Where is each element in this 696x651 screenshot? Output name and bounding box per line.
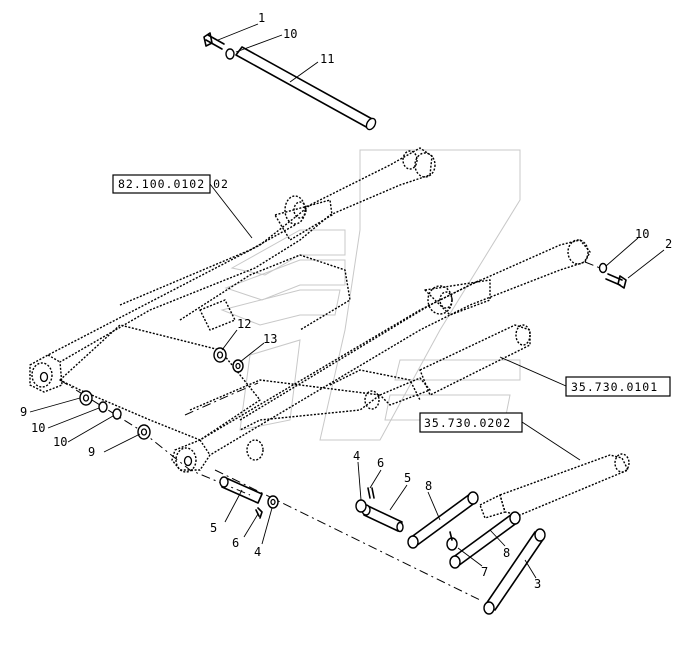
callout-5-mid: 5 bbox=[404, 471, 411, 485]
ref-cylinder-upper-label: 35.730.0101 bbox=[571, 380, 658, 394]
bolt-1 bbox=[203, 32, 225, 50]
pin-11 bbox=[235, 46, 377, 131]
ref-box-cylinder-lower: 35.730.0202 bbox=[419, 412, 523, 433]
washer-10-right bbox=[598, 262, 608, 274]
callout-10-top: 10 bbox=[283, 27, 297, 41]
callout-7: 7 bbox=[481, 565, 488, 579]
pin-5-mid bbox=[361, 504, 404, 533]
clip-6-mid bbox=[367, 487, 375, 499]
callout-11: 11 bbox=[320, 52, 334, 66]
ref-box-frame: 82.100.0102 02 bbox=[112, 174, 229, 194]
nut-7 bbox=[446, 531, 458, 551]
callout-8-top: 8 bbox=[425, 479, 432, 493]
washer-10-left-b bbox=[112, 408, 122, 420]
link-3 bbox=[483, 528, 546, 615]
callout-3: 3 bbox=[534, 577, 541, 591]
callout-6-left: 6 bbox=[232, 536, 239, 550]
callout-4-left: 4 bbox=[254, 545, 261, 559]
callout-2: 2 bbox=[665, 237, 672, 251]
callout-1: 1 bbox=[258, 11, 265, 25]
assembly-line-d bbox=[584, 261, 601, 269]
callout-numbers: 1 10 11 10 2 12 13 9 10 10 9 4 6 5 8 5 6… bbox=[20, 11, 672, 591]
ref-cylinder-lower-label: 35.730.0202 bbox=[424, 416, 511, 430]
clip-6-left bbox=[255, 507, 263, 519]
washer-10-left-a bbox=[98, 401, 108, 413]
watermark-logo bbox=[220, 149, 521, 441]
callout-10-left-b: 10 bbox=[53, 435, 67, 449]
callout-8-bottom: 8 bbox=[503, 546, 510, 560]
ref-frame-label: 82.100.0102 02 bbox=[118, 177, 229, 191]
leader-lines bbox=[29, 23, 665, 579]
cylinder-upper bbox=[379, 324, 531, 406]
callout-6-mid: 6 bbox=[377, 456, 384, 470]
callout-13: 13 bbox=[263, 332, 277, 346]
cylinder-lower bbox=[479, 453, 630, 519]
bolt-2 bbox=[605, 273, 627, 289]
callout-4-mid: 4 bbox=[353, 449, 360, 463]
link-8-lower bbox=[449, 511, 521, 569]
washer-10-top bbox=[225, 48, 235, 60]
pin-5-left bbox=[219, 476, 263, 504]
callout-9-left-b: 9 bbox=[88, 445, 95, 459]
frame-assembly bbox=[29, 147, 591, 473]
assembly-line-b bbox=[214, 469, 481, 601]
washer-4-mid bbox=[355, 499, 367, 513]
callout-12: 12 bbox=[237, 317, 251, 331]
ref-box-cylinder-upper: 35.730.0101 bbox=[565, 376, 671, 397]
link-8-upper bbox=[407, 491, 479, 549]
callout-5-left: 5 bbox=[210, 521, 217, 535]
callout-10-right: 10 bbox=[635, 227, 649, 241]
callout-10-left-a: 10 bbox=[31, 421, 45, 435]
callout-9-left-a: 9 bbox=[20, 405, 27, 419]
assembly-line-a bbox=[184, 382, 259, 416]
